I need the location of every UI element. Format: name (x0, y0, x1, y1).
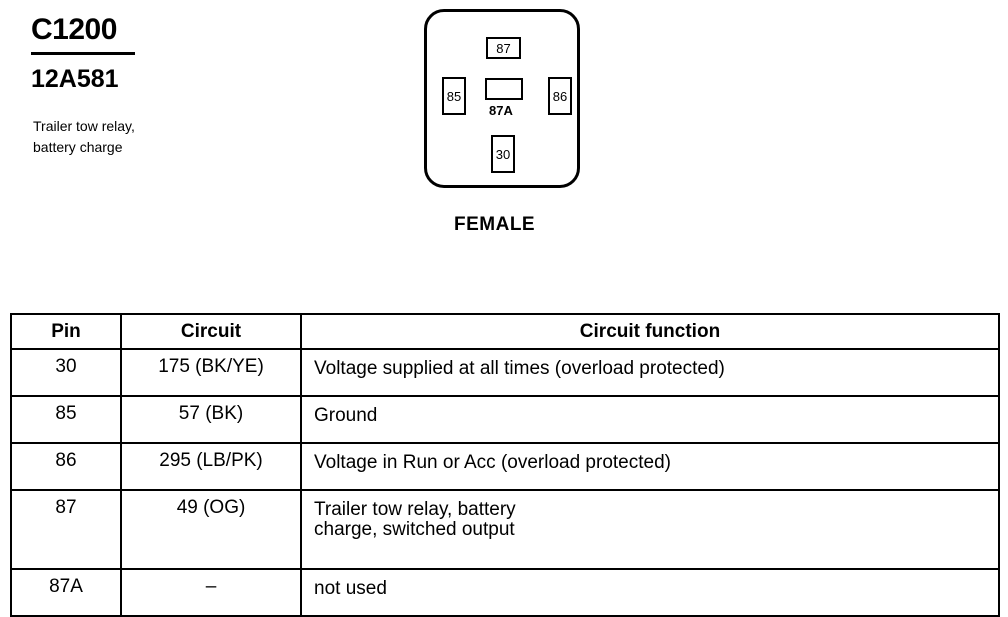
pin-30-terminal: 30 (491, 135, 515, 173)
connector-gender: FEMALE (454, 214, 536, 235)
connector-id-underline (31, 52, 135, 55)
connector-id: C1200 (31, 13, 117, 46)
pin-85-terminal: 85 (442, 77, 466, 115)
table-row: 30 175 (BK/YE) Voltage supplied at all t… (10, 348, 1000, 397)
pin-87-terminal: 87 (486, 37, 521, 59)
pin-87a-label: 87A (489, 103, 513, 118)
cell-pin: 87 (10, 489, 122, 570)
cell-circuit: – (120, 568, 302, 617)
pin-85-label: 85 (446, 88, 462, 104)
pin-86-terminal: 86 (548, 77, 572, 115)
pin-87a-terminal (485, 78, 523, 100)
cell-circuit: 175 (BK/YE) (120, 348, 302, 397)
cell-pin: 85 (10, 395, 122, 444)
pin-table: Pin Circuit Circuit function 30 175 (BK/… (10, 313, 1000, 617)
cell-function: Voltage supplied at all times (overload … (300, 348, 1000, 397)
cell-pin: 86 (10, 442, 122, 491)
header-circuit: Circuit (120, 313, 302, 350)
part-number: 12A581 (31, 65, 119, 93)
cell-circuit: 295 (LB/PK) (120, 442, 302, 491)
connector-description: Trailer tow relay, battery charge (33, 118, 135, 155)
connector-face-diagram: 87 85 86 87A 30 (424, 9, 580, 188)
table-row: 86 295 (LB/PK) Voltage in Run or Acc (ov… (10, 442, 1000, 491)
pin-87-label: 87 (496, 40, 511, 56)
cell-circuit: 49 (OG) (120, 489, 302, 570)
table-row: 87A – not used (10, 568, 1000, 617)
cell-function: Voltage in Run or Acc (overload protecte… (300, 442, 1000, 491)
cell-function: Ground (300, 395, 1000, 444)
pin-30-label: 30 (495, 146, 511, 162)
table-header-row: Pin Circuit Circuit function (10, 313, 1000, 350)
header-circuit-function: Circuit function (300, 313, 1000, 350)
table-row: 85 57 (BK) Ground (10, 395, 1000, 444)
cell-circuit: 57 (BK) (120, 395, 302, 444)
table-row: 87 49 (OG) Trailer tow relay, battery ch… (10, 489, 1000, 570)
cell-pin: 30 (10, 348, 122, 397)
cell-function: not used (300, 568, 1000, 617)
header-pin: Pin (10, 313, 122, 350)
cell-pin: 87A (10, 568, 122, 617)
cell-function: Trailer tow relay, battery charge, switc… (300, 489, 1000, 570)
pin-86-label: 86 (552, 88, 568, 104)
